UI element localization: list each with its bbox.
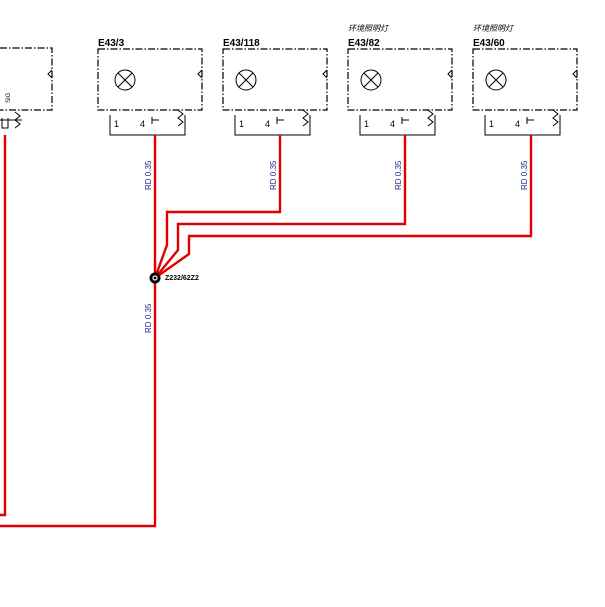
pin-label: 4	[390, 119, 395, 129]
component-e43-82: 环境照明灯 E43/82 1 4	[347, 24, 453, 136]
signal-label: SIG	[6, 92, 12, 103]
wire-e43-118-to-splice	[153, 135, 282, 279]
pin-label: 4	[140, 119, 145, 129]
component-description: 环境照明灯	[473, 24, 515, 33]
component-box	[222, 48, 328, 111]
splice-node: Z232/62Z2	[149, 272, 199, 284]
component-id: E43/3	[98, 38, 125, 49]
wire-left-return	[0, 135, 7, 517]
resistor-icon	[0, 111, 22, 129]
wire-label: RD 0.35	[144, 160, 153, 190]
splice-label: Z232/62Z2	[165, 275, 199, 282]
lamp-icon	[360, 69, 382, 91]
lamp-icon	[485, 69, 507, 91]
pin-label: 4	[515, 119, 520, 129]
wire-label: RD 0.35	[269, 160, 278, 190]
lamp-icon	[235, 69, 257, 91]
component-box	[347, 48, 453, 111]
wire-e43-82-to-splice	[154, 135, 407, 279]
component-e43-118: E43/118 1 4	[222, 38, 328, 136]
wire-label: RD 0.35	[144, 303, 153, 333]
component-partial-left: SIG	[0, 47, 53, 129]
pin-label: 1	[239, 119, 244, 129]
wire-label: RD 0.35	[394, 160, 403, 190]
wire-label: RD 0.35	[520, 160, 529, 190]
component-description: 环境照明灯	[348, 24, 390, 33]
wire-group	[0, 135, 533, 528]
component-box	[472, 48, 578, 111]
component-e43-3: E43/3 1 4	[97, 38, 203, 136]
component-id: E43/118	[223, 38, 260, 49]
wire-splice-to-bottom	[0, 278, 157, 528]
lamp-icon	[114, 69, 136, 91]
box-notch	[47, 69, 53, 79]
component-id: E43/82	[348, 38, 380, 49]
wire-e43-60-to-splice	[154, 135, 533, 279]
pin-label: 1	[364, 119, 369, 129]
component-e43-60: 环境照明灯 E43/60 1 4	[472, 24, 578, 136]
pin-label: 1	[489, 119, 494, 129]
component-id: E43/60	[473, 38, 505, 49]
pin-label: 1	[114, 119, 119, 129]
component-box	[97, 48, 203, 111]
component-box	[0, 47, 53, 111]
pin-label: 4	[265, 119, 270, 129]
